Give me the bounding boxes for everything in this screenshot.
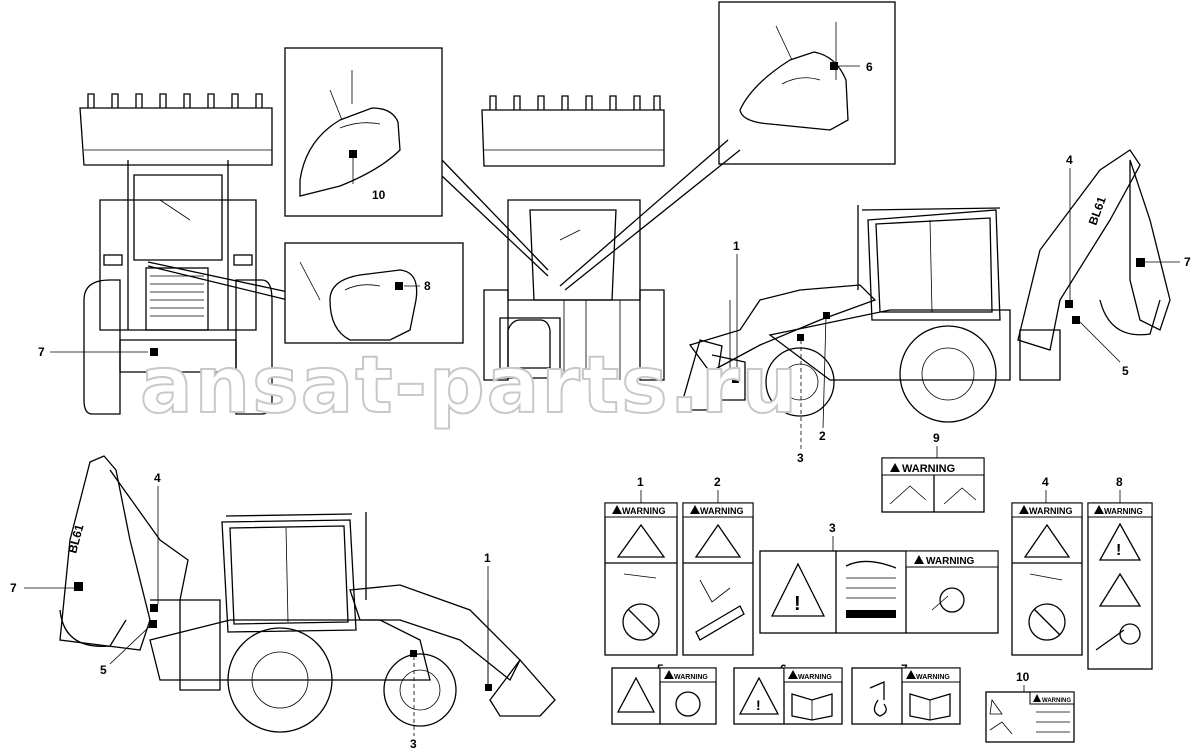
machine-model-top: BL61 bbox=[1086, 194, 1109, 227]
front-view-machine-left bbox=[79, 93, 289, 415]
inset-10: 10 bbox=[284, 47, 549, 277]
decal-8: 8 WARNING ! bbox=[1087, 475, 1153, 670]
front-view-machine-center bbox=[481, 95, 665, 381]
svg-text:!: ! bbox=[794, 593, 801, 615]
decal-5: 5 WARNING bbox=[611, 662, 717, 725]
decal-1-warning: WARNING bbox=[622, 506, 666, 516]
callout-6-inset: 6 bbox=[866, 60, 873, 74]
callout-2-top: 2 bbox=[819, 429, 826, 443]
decal-4: 4 WARNING bbox=[1011, 475, 1083, 656]
decal-3: 3 WARNING ! bbox=[759, 521, 999, 634]
side-view-machine-bottom: BL61 bbox=[59, 455, 556, 733]
leader-2-top bbox=[822, 315, 827, 429]
decal-2-number: 2 bbox=[714, 475, 721, 489]
decal-8-warning: WARNING bbox=[1104, 507, 1143, 516]
decal-3-warning: WARNING bbox=[926, 556, 975, 567]
decal-1-number: 1 bbox=[637, 475, 644, 489]
side-view-machine-top: BL61 bbox=[679, 149, 1171, 423]
callout-3-bottom: 3 bbox=[410, 737, 417, 751]
decal-5-warning: WARNING bbox=[674, 674, 708, 681]
decal-6: 6 WARNING ! bbox=[733, 662, 843, 725]
decal-8-number: 8 bbox=[1116, 475, 1123, 489]
callout-5-bottom: 5 bbox=[100, 663, 107, 677]
svg-text:!: ! bbox=[1116, 542, 1121, 559]
decal-2: 2 WARNING bbox=[682, 475, 754, 656]
decal-6-warning: WARNING bbox=[798, 674, 832, 681]
decal-9-number: 9 bbox=[933, 431, 940, 445]
callout-3-top: 3 bbox=[797, 451, 804, 465]
callout-7-bottom: 7 bbox=[10, 581, 17, 595]
inset-8: 8 bbox=[284, 242, 464, 344]
decal-4-warning: WARNING bbox=[1029, 506, 1073, 516]
callout-4-top: 4 bbox=[1066, 153, 1073, 167]
callout-1-top: 1 bbox=[733, 239, 740, 253]
callout-10-inset: 10 bbox=[372, 188, 386, 202]
svg-text:!: ! bbox=[756, 697, 761, 713]
callout-4-bottom: 4 bbox=[154, 471, 161, 485]
inset-6: 6 bbox=[559, 1, 896, 291]
callout-7-top-right: 7 bbox=[1184, 255, 1191, 269]
leader-5-bottom bbox=[109, 625, 151, 665]
decal-9: 9 WARNING bbox=[881, 431, 985, 513]
decal-2-warning: WARNING bbox=[700, 506, 744, 516]
decal-9-warning: WARNING bbox=[902, 463, 955, 475]
decal-3-number: 3 bbox=[829, 521, 836, 535]
watermark-text: ansat-parts.ru bbox=[140, 341, 799, 431]
callout-1-bottom: 1 bbox=[484, 551, 491, 565]
leader-5-top bbox=[1079, 321, 1121, 363]
decal-7-warning: WARNING bbox=[916, 674, 950, 681]
decal-7: 7 WARNING bbox=[851, 662, 961, 725]
callout-8-inset: 8 bbox=[424, 279, 431, 293]
decal-4-number: 4 bbox=[1042, 475, 1049, 489]
callout-5-top: 5 bbox=[1122, 364, 1129, 378]
decal-1: 1 WARNING bbox=[604, 475, 678, 656]
decal-10: 10 WARNING bbox=[985, 670, 1075, 743]
decal-10-warning: WARNING bbox=[1042, 698, 1071, 704]
decal-10-number: 10 bbox=[1016, 670, 1030, 684]
callout-7-front: 7 bbox=[38, 345, 45, 359]
machine-model-bottom: BL61 bbox=[65, 522, 86, 554]
